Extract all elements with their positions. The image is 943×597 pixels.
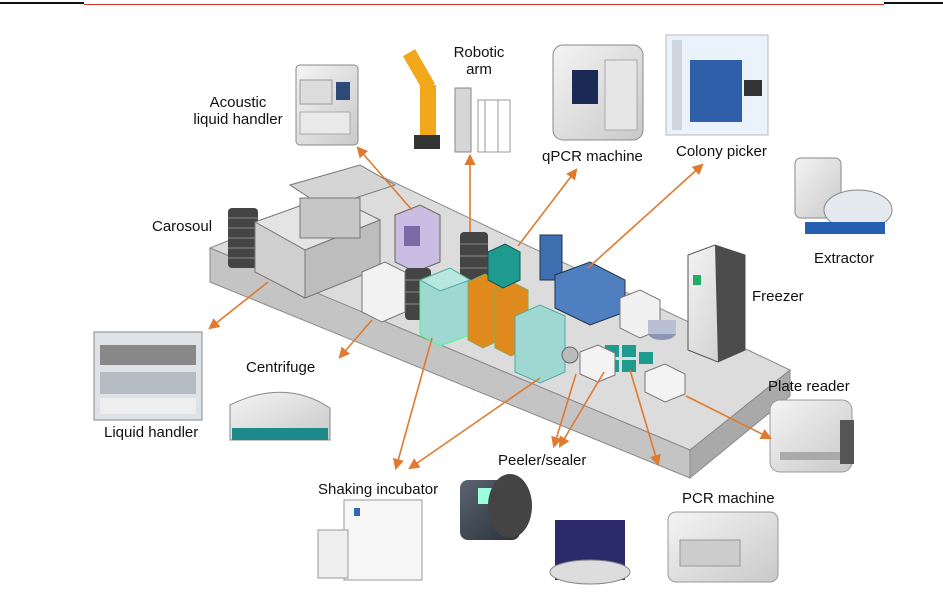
device-centrifuge-icon — [229, 391, 331, 441]
colony-picker-unit-icon — [539, 234, 626, 326]
label-robotic-arm-line2: arm — [466, 61, 492, 78]
label-robotic-arm-line1: Robotic — [453, 44, 505, 61]
device-robotic-arm-icon — [402, 49, 511, 153]
incubator-unit-2-icon — [514, 304, 566, 384]
label-carosoul: Carosoul — [152, 218, 213, 235]
arrow-acoustic — [356, 146, 413, 211]
plate-stackers-icon — [619, 289, 676, 340]
arrow-plate-reader — [685, 395, 773, 440]
label-freezer: Freezer — [752, 288, 804, 305]
platform-instruments — [228, 164, 746, 403]
arrow-liquid-handler — [208, 281, 269, 330]
arrow-incubator-2 — [408, 377, 541, 470]
header-rule-left — [0, 2, 84, 4]
label-acoustic-line1: Acoustic — [209, 94, 267, 111]
label-pcr-machine: PCR machine — [682, 490, 775, 507]
enclosure-icon — [253, 164, 397, 299]
label-qpcr-machine: qPCR machine — [542, 148, 643, 165]
arrow-peeler-2 — [558, 371, 605, 448]
plate-reader-unit-icon — [644, 363, 686, 403]
label-peeler-sealer: Peeler/sealer — [498, 452, 587, 469]
label-acoustic-liquid-handler: Acoustic liquid handler — [188, 94, 288, 128]
label-acoustic-line2: liquid handler — [193, 111, 283, 128]
device-colony-picker-icon — [665, 34, 769, 136]
label-centrifuge: Centrifuge — [246, 359, 316, 376]
arrow-colony-picker — [587, 163, 704, 269]
label-colony-picker: Colony picker — [676, 143, 767, 160]
arrow-pcr — [629, 369, 661, 467]
device-peeler-sealer-icon — [460, 474, 631, 585]
acoustic-unit-icon — [394, 204, 441, 273]
incubator-unit-icon — [418, 267, 472, 347]
device-extractor-icon — [794, 157, 893, 234]
qpcr-unit-icon — [487, 243, 521, 289]
device-plate-reader-icon — [769, 399, 854, 473]
header-rule-right — [884, 2, 943, 4]
arrow-centrifuge — [338, 319, 373, 359]
carousel-center-icon — [460, 232, 488, 284]
peeler-unit-icon — [561, 344, 616, 383]
label-plate-reader: Plate reader — [768, 378, 850, 395]
device-qpcr-icon — [552, 44, 644, 141]
label-liquid-handler: Liquid handler — [104, 424, 199, 441]
device-shaking-incubator-icon — [317, 499, 423, 581]
label-shaking-incubator: Shaking incubator — [318, 481, 439, 498]
carousel-left-icon — [228, 208, 258, 268]
label-robotic-arm: Robotic arm — [444, 44, 514, 78]
device-pcr-machine-icon — [667, 511, 779, 583]
arrow-qpcr — [517, 168, 578, 247]
label-extractor: Extractor — [814, 250, 875, 267]
arrows — [208, 146, 773, 471]
device-liquid-handler-icon — [93, 331, 203, 421]
freezer-unit-icon — [687, 244, 746, 363]
arrow-peeler-1 — [551, 373, 577, 449]
arrow-incubator-1 — [392, 337, 433, 471]
header-rule-red — [84, 4, 884, 5]
centrifuge-unit-icon — [361, 261, 406, 323]
device-acoustic-liquid-handler-icon — [295, 64, 359, 146]
